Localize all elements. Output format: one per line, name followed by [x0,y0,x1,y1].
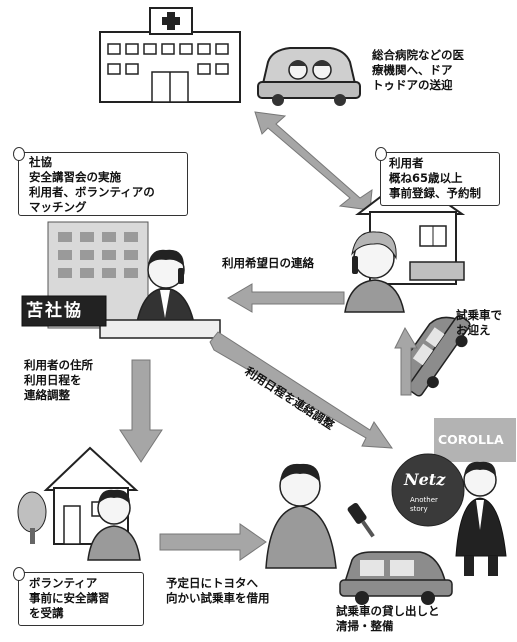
shakyo-role-box: 社協 安全講習会の実施 利用者、ボランティアの マッチング [13,147,188,216]
arrow-user-to-hospital [254,111,373,211]
caption-line: 総合病院などの医 [372,48,464,62]
box-line: 社協 [29,155,52,169]
request-date-label: 利用希望日の連絡 [222,256,314,270]
netz-tagline: Another story [410,496,438,514]
caption-line: トゥドアの送迎 [372,78,453,92]
tagline-line: story [410,505,428,513]
caption-line: お迎え [456,323,491,337]
caption-line: 向かい試乗車を借用 [166,591,270,605]
coordination-caption: 利用者の住所 利用日程を 連絡調整 [24,358,93,403]
caption-line: 試乗車で [456,308,502,322]
box-line: 事前に安全講習 [29,591,110,605]
office-sign-text: 苫社協 [26,301,83,321]
elderly-user-icon [344,231,405,313]
arrow-shakyo-to-volunteer [119,359,163,463]
staff-on-phone-icon [99,249,221,339]
box-line: マッチング [29,200,87,214]
car-with-passengers-icon [257,47,361,106]
hospital-transfer-caption: 総合病院などの医 療機関へ、ドア トゥドアの送迎 [372,48,464,93]
office-sign-plate [21,295,107,327]
box-line: 概ね65歳以上 [389,171,463,185]
caption-line: 療機関へ、ドア [372,63,453,77]
caption-line: 利用者の住所 [24,358,93,372]
pickup-caption: 試乗車で お迎え [456,308,502,338]
volunteer-with-key-icon [265,463,375,569]
box-line: 事前登録、予約制 [389,186,481,200]
box-line: を受講 [29,606,64,620]
pickup-car-icon [403,315,471,397]
arrow-schedule-to-dealer [209,331,394,449]
netz-logo [391,453,465,527]
netz-logo-text: Netz [404,470,446,489]
minivan-icon [339,551,453,605]
arrow-request-to-shakyo [227,283,345,313]
tagline-line: Another [410,496,438,504]
user-role-box: 利用者 概ね65歳以上 事前登録、予約制 [375,147,500,206]
caption-line: 利用日程を [24,373,82,387]
caption-line: 試乗車の貸し出しと [336,604,440,618]
box-line: 利用者、ボランティアの [29,185,155,199]
dealer-service-caption: 試乗車の貸し出しと 清掃・整備 [336,604,440,634]
box-line: 安全講習会の実施 [29,170,121,184]
caption-line: 予定日にトヨタへ [166,576,258,590]
caption-line: 清掃・整備 [336,619,394,633]
volunteer-role-box: ボランティア 事前に安全講習 を受講 [13,567,144,626]
volunteer-person-icon [87,489,141,561]
arrow-pickup-up [394,326,418,396]
box-line: 利用者 [389,156,424,170]
box-line: ボランティア [29,576,98,590]
hospital-icon [99,7,241,103]
dealer-staff-icon [455,461,507,576]
borrow-car-caption: 予定日にトヨタへ 向かい試乗車を借用 [166,576,270,606]
car-key-icon [347,502,375,538]
corolla-badge-bg [434,418,516,462]
corolla-text: COROLLA [438,432,504,447]
arrow-volunteer-to-dealer [159,523,267,561]
caption-line: 連絡調整 [24,388,70,402]
